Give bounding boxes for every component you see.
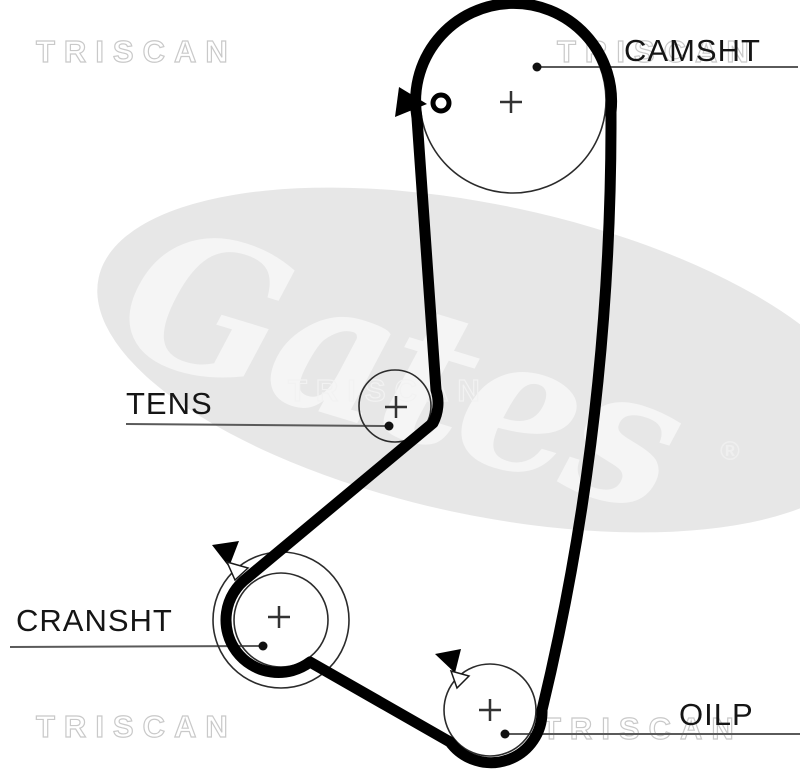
- camshaft-label: CAMSHT: [624, 33, 761, 68]
- triscan-watermark: TRISCAN: [35, 708, 237, 744]
- tensioner-leader-dot: [384, 421, 394, 431]
- oil-pump-center-mark: [479, 699, 501, 721]
- camshaft-center-mark: [500, 91, 522, 113]
- tensioner-label: TENS: [126, 386, 213, 421]
- tensioner-leader-line: [125, 423, 390, 427]
- crankshaft-label: CRANSHT: [16, 603, 173, 638]
- registered-trademark: ®: [720, 436, 740, 466]
- crankshaft-leader-dot: [258, 641, 268, 651]
- oil-pump-pulley: [443, 663, 537, 757]
- crankshaft-center-mark: [268, 606, 290, 628]
- crankshaft-arrow: [212, 541, 239, 567]
- tensioner-pulley: [358, 369, 432, 443]
- oil-pump-label: OILP: [679, 697, 754, 732]
- oil-pump-arrow: [435, 649, 461, 673]
- oil-pump-leader-dot: [500, 729, 510, 739]
- triscan-watermark: TRISCAN: [287, 372, 489, 408]
- triscan-watermark: TRISCAN: [35, 33, 237, 69]
- triscan-watermark: TRISCAN: [541, 710, 743, 746]
- camshaft-ring-marker: [430, 92, 452, 114]
- camshaft-leader-dot: [532, 62, 542, 72]
- camshaft-arrow: [395, 87, 427, 117]
- tensioner-center-mark: [385, 396, 407, 418]
- crankshaft-pulley-inner: [233, 572, 329, 668]
- crankshaft-arrow-notch: [225, 560, 250, 582]
- crankshaft-leader-line: [9, 645, 264, 648]
- oil-pump-arrow-notch: [449, 669, 471, 690]
- timing-belt: [220, 0, 618, 769]
